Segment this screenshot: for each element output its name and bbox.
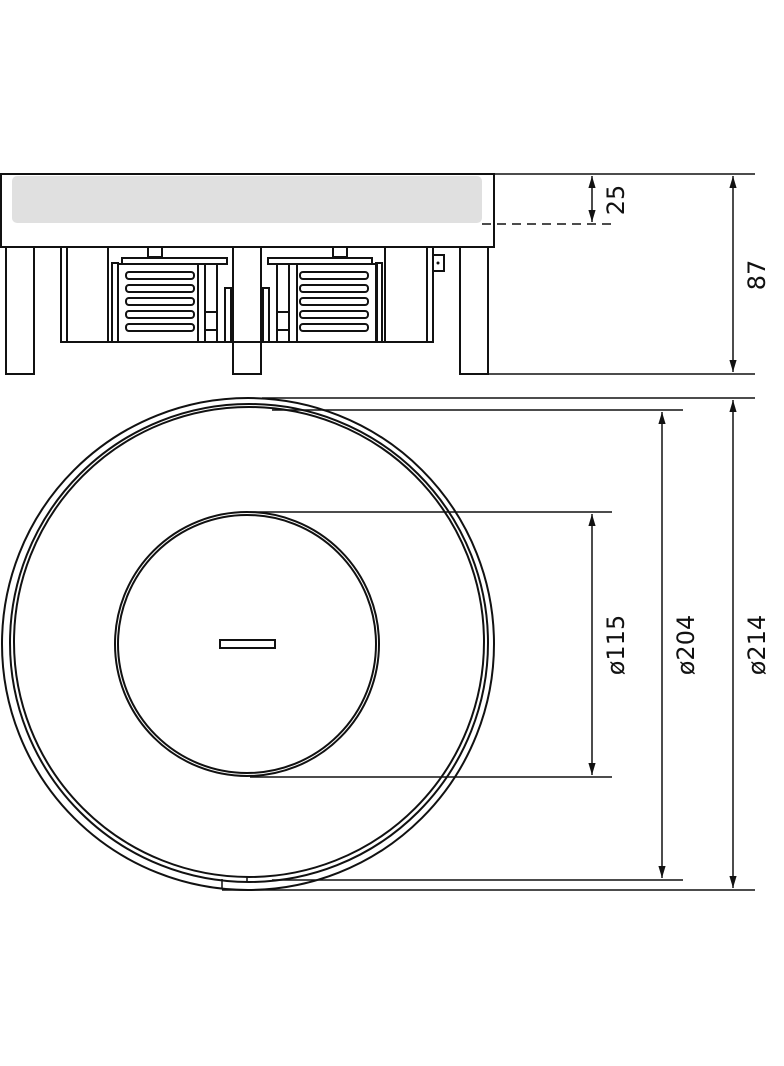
top-view: ø115 ø204 ø214 <box>1 397 771 891</box>
inner-cover <box>114 511 380 777</box>
housing <box>60 246 434 343</box>
leg-right <box>459 246 489 375</box>
inner-cover-edge <box>117 514 377 774</box>
dim-inner-diameter: ø115 <box>602 615 630 676</box>
lid-recess-shade <box>12 176 482 223</box>
socket-module-left <box>107 246 232 343</box>
dim-total-height: 87 <box>743 260 771 291</box>
socket-module-right <box>262 246 386 343</box>
middle-ring <box>13 406 485 878</box>
center-slot <box>219 639 276 649</box>
leg-center <box>232 246 262 375</box>
side-view: 25 87 <box>0 173 771 375</box>
dim-outer-diameter: ø214 <box>743 615 771 676</box>
outer-ring-inner <box>9 403 489 883</box>
dim-middle-diameter: ø204 <box>672 615 700 676</box>
leg-left <box>5 246 35 375</box>
outer-ring <box>1 397 495 891</box>
ground-clip <box>432 254 445 272</box>
dim-recess-depth: 25 <box>602 185 630 216</box>
